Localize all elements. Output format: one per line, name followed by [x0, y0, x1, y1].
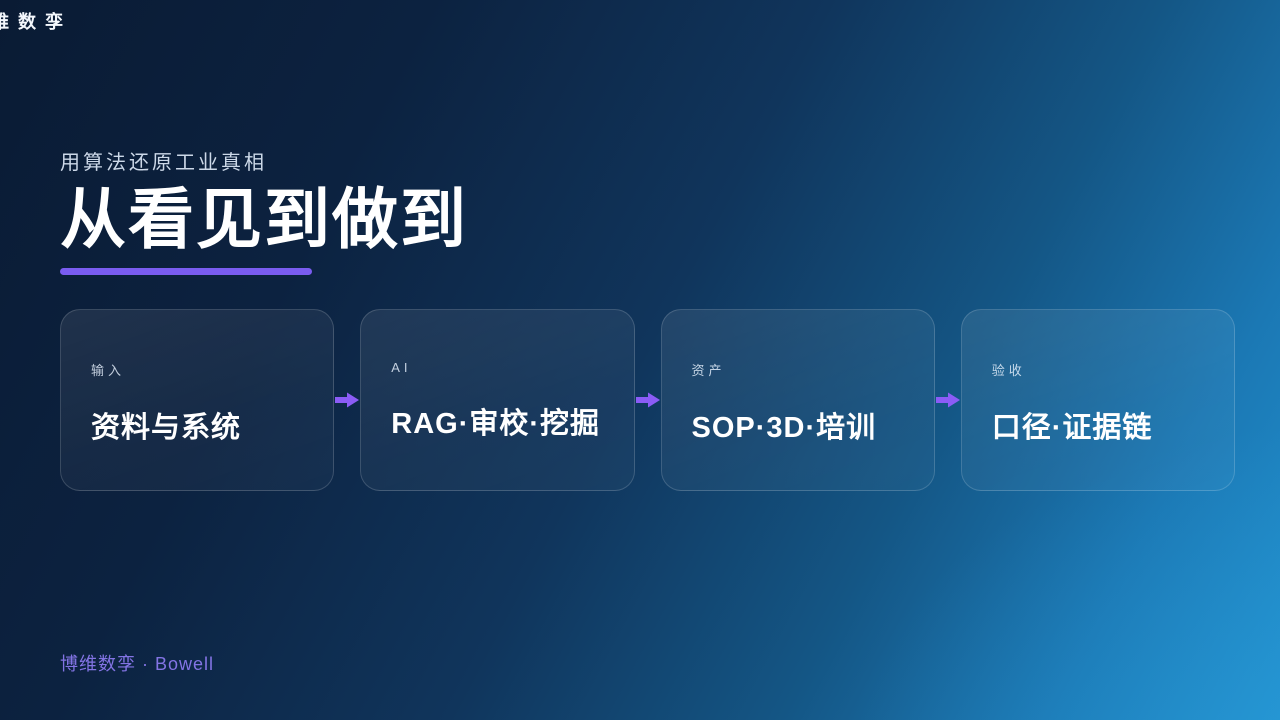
flow-card-title: 资料与系统 [91, 412, 242, 444]
flow-card-label: 资产 [691, 363, 726, 378]
flow-card-title: SOP·3D·培训 [691, 412, 877, 444]
flow-arrow-icon [935, 309, 961, 491]
flow-card-input: 输入 资料与系统 [60, 309, 335, 491]
footer-brand: 博维数孪 · Bowell [60, 654, 215, 674]
title-underline-bar [60, 268, 312, 276]
flow-card-title: 口径·证据链 [991, 412, 1153, 444]
flow-card-title: RAG·审校·挖掘 [391, 408, 601, 440]
flow-arrow-icon [334, 309, 360, 491]
flow-arrow-icon [635, 309, 661, 491]
flow-card-label: 输入 [91, 363, 126, 378]
brand-logo: 博维数孪 [0, 12, 72, 32]
process-flow: 输入 资料与系统 AI RAG·审校·挖掘 资产 SOP·3D·培训 验收 口径… [60, 309, 1235, 491]
page-title: 从看见到做到 [60, 182, 468, 256]
flow-card-label: AI [391, 360, 412, 375]
flow-card-label: 验收 [991, 363, 1026, 378]
flow-card-acceptance: 验收 口径·证据链 [960, 309, 1235, 491]
headline-block: 用算法还原工业真相 从看见到做到 [60, 146, 468, 276]
headline-eyebrow: 用算法还原工业真相 [60, 152, 267, 174]
flow-card-ai: AI RAG·审校·挖掘 [360, 309, 635, 491]
flow-card-assets: 资产 SOP·3D·培训 [660, 309, 935, 491]
